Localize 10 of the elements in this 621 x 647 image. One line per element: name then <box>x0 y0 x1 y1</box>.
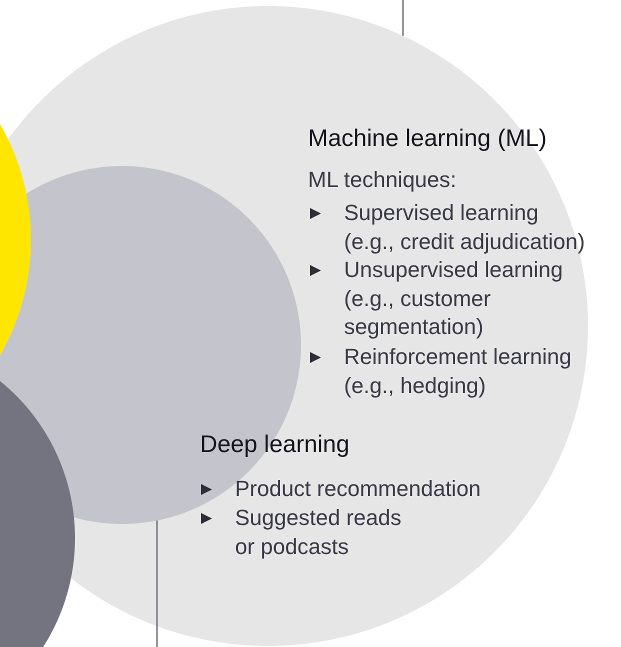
list-item-text: Product recommendation <box>235 475 481 503</box>
list-item-text: Supervised learning (e.g., credit adjudication) <box>344 199 586 256</box>
list-item-text: Reinforcement learning (e.g., hedging) <box>344 343 572 400</box>
heading: Deep learning <box>200 431 350 460</box>
list-item-text: Suggested reads or podcasts <box>235 504 402 561</box>
leader-line <box>156 520 158 647</box>
list-item-text: Unsupervised learning (e.g., customer segmentation) <box>344 256 564 342</box>
heading: Machine learning (ML) <box>308 125 547 154</box>
leader-line <box>402 0 404 36</box>
text: ML techniques: <box>308 166 456 194</box>
